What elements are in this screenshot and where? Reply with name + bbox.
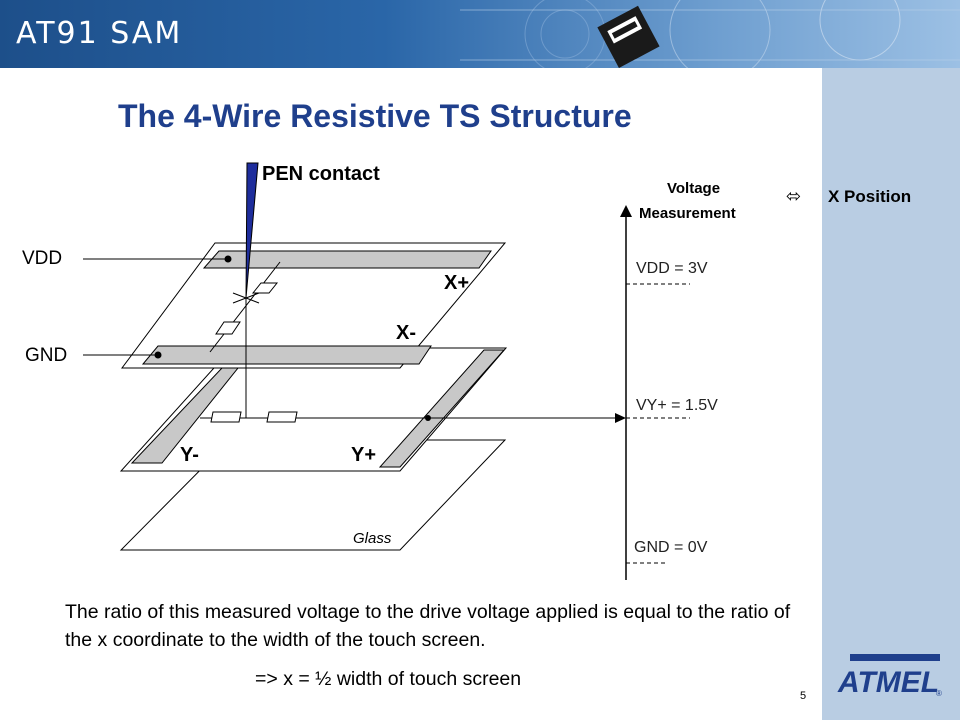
brand-logo: AT91 SAM: [16, 16, 183, 51]
x-minus-electrode: [141, 345, 432, 365]
header-banner: AT91 SAM: [0, 0, 960, 68]
voltage-axis-arrow: [620, 205, 632, 217]
x-position-label: X Position: [828, 187, 912, 206]
gnd-label: GND: [25, 345, 68, 366]
gnd-level-label: GND = 0V: [634, 539, 708, 556]
y-plus-label: Y+: [351, 444, 377, 466]
pen-stylus: [245, 162, 259, 299]
x-plus-label: X+: [444, 272, 470, 294]
vdd-label: VDD: [22, 248, 63, 269]
voltage-title-line2: Measurement: [639, 205, 736, 222]
voltage-title-line1: Voltage: [667, 180, 721, 197]
page-number: 5: [800, 690, 807, 702]
explanation-paragraph: The ratio of this measured voltage to th…: [65, 601, 791, 651]
x-minus-label: X-: [396, 322, 416, 344]
page-title: The 4-Wire Resistive TS Structure: [118, 98, 632, 134]
y-plus-electrode: [378, 349, 506, 468]
pen-contact-label: PEN contact: [262, 163, 380, 185]
atmel-logo: ATMEL ®: [836, 652, 948, 707]
chip-graphic: [460, 0, 960, 68]
formula-text: => x = ½ width of touch screen: [255, 668, 522, 690]
double-arrow-icon: ⬄: [786, 186, 802, 206]
svg-text:®: ®: [936, 689, 942, 698]
atmel-logo-text: ATMEL: [837, 666, 939, 699]
x-layer: [121, 242, 507, 369]
glass-label: Glass: [353, 530, 392, 547]
x-plus-electrode: [202, 250, 492, 269]
sidebar-panel: [822, 68, 960, 720]
vy-level-label: VY+ = 1.5V: [636, 397, 718, 414]
y-minus-label: Y-: [180, 444, 199, 466]
vdd-level-label: VDD = 3V: [636, 260, 708, 277]
touchscreen-diagram: [83, 162, 690, 580]
